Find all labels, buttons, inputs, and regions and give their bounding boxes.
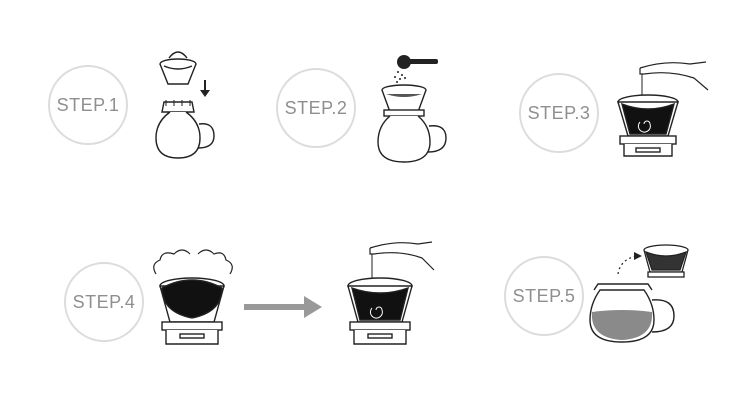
step-4-illustration xyxy=(148,246,240,354)
step-3-badge: STEP.3 xyxy=(519,73,599,153)
step-4b-illustration xyxy=(340,236,440,354)
carafe-icon xyxy=(155,100,215,159)
step-1-illustration xyxy=(150,50,230,165)
step-5-badge: STEP.5 xyxy=(504,256,584,336)
down-arrow-icon xyxy=(200,80,210,97)
right-arrow-icon xyxy=(244,296,324,318)
filter-icon xyxy=(643,244,689,278)
step-1-badge: STEP.1 xyxy=(48,65,128,145)
step-2-badge: STEP.2 xyxy=(276,68,356,148)
steam-icon xyxy=(153,249,233,275)
step-5-illustration xyxy=(588,238,692,348)
filter-icon xyxy=(347,277,413,345)
carafe-icon xyxy=(589,283,675,343)
dotted-arrow-icon xyxy=(617,252,642,275)
step-2-illustration xyxy=(370,48,450,166)
filter-icon xyxy=(159,51,197,85)
step-3-illustration xyxy=(610,56,720,164)
filter-icon xyxy=(381,84,427,117)
step-4-badge: STEP.4 xyxy=(64,262,144,342)
scoop-icon xyxy=(394,55,438,83)
carafe-icon xyxy=(377,115,447,163)
filter-icon xyxy=(617,94,679,157)
filter-icon xyxy=(159,277,225,345)
